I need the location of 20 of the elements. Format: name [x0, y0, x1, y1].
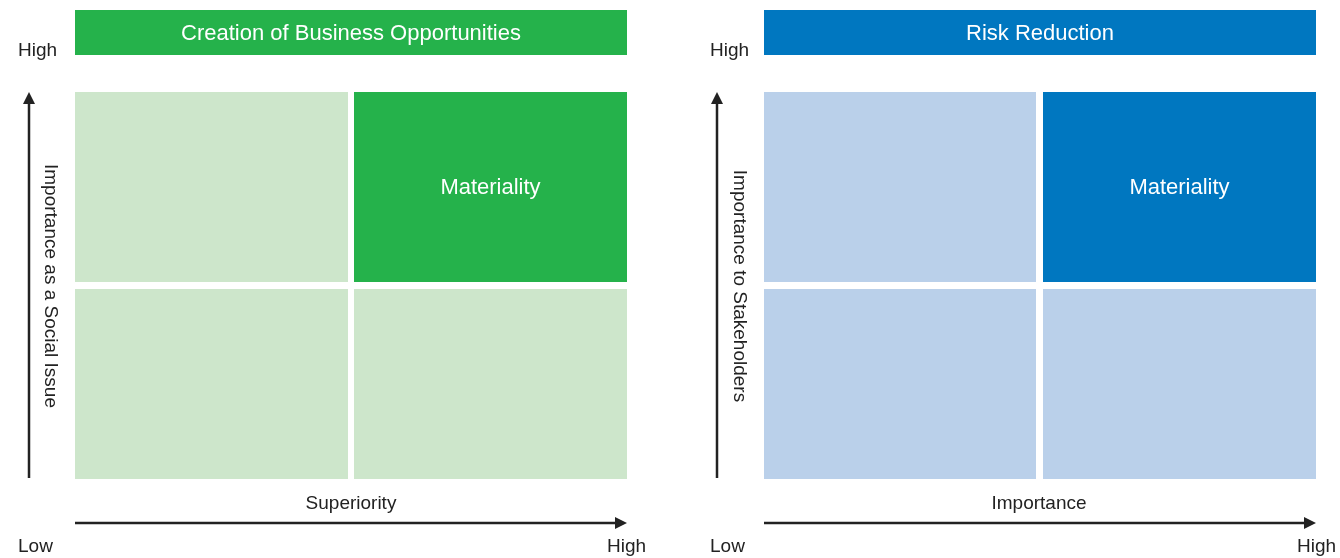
- quadrant-box: [354, 289, 627, 479]
- quadrant-box: [1043, 289, 1316, 479]
- materiality-box: Materiality: [1043, 92, 1316, 282]
- axis-end-label: Low: [710, 535, 745, 557]
- materiality-box: Materiality: [354, 92, 627, 282]
- axis-end-label: High: [18, 39, 58, 61]
- axis-end-label: High: [1297, 535, 1337, 557]
- quadrant-box: [75, 92, 348, 282]
- quadrant-box: [764, 92, 1036, 282]
- quadrant-box: [764, 289, 1036, 479]
- axis-title: Importance: [991, 492, 1087, 514]
- quadrant-box: [75, 289, 348, 479]
- axis-end-label: Low: [18, 535, 53, 557]
- axis-end-label: High: [607, 535, 647, 557]
- header-band: Creation of Business Opportunities: [75, 10, 627, 55]
- axis-end-label: High: [710, 39, 750, 61]
- axis-title: Importance as a Social Issue: [40, 164, 62, 408]
- axis-title: Superiority: [305, 492, 397, 514]
- axis-title: Importance to Stakeholders: [729, 169, 751, 403]
- header-band: Risk Reduction: [764, 10, 1316, 55]
